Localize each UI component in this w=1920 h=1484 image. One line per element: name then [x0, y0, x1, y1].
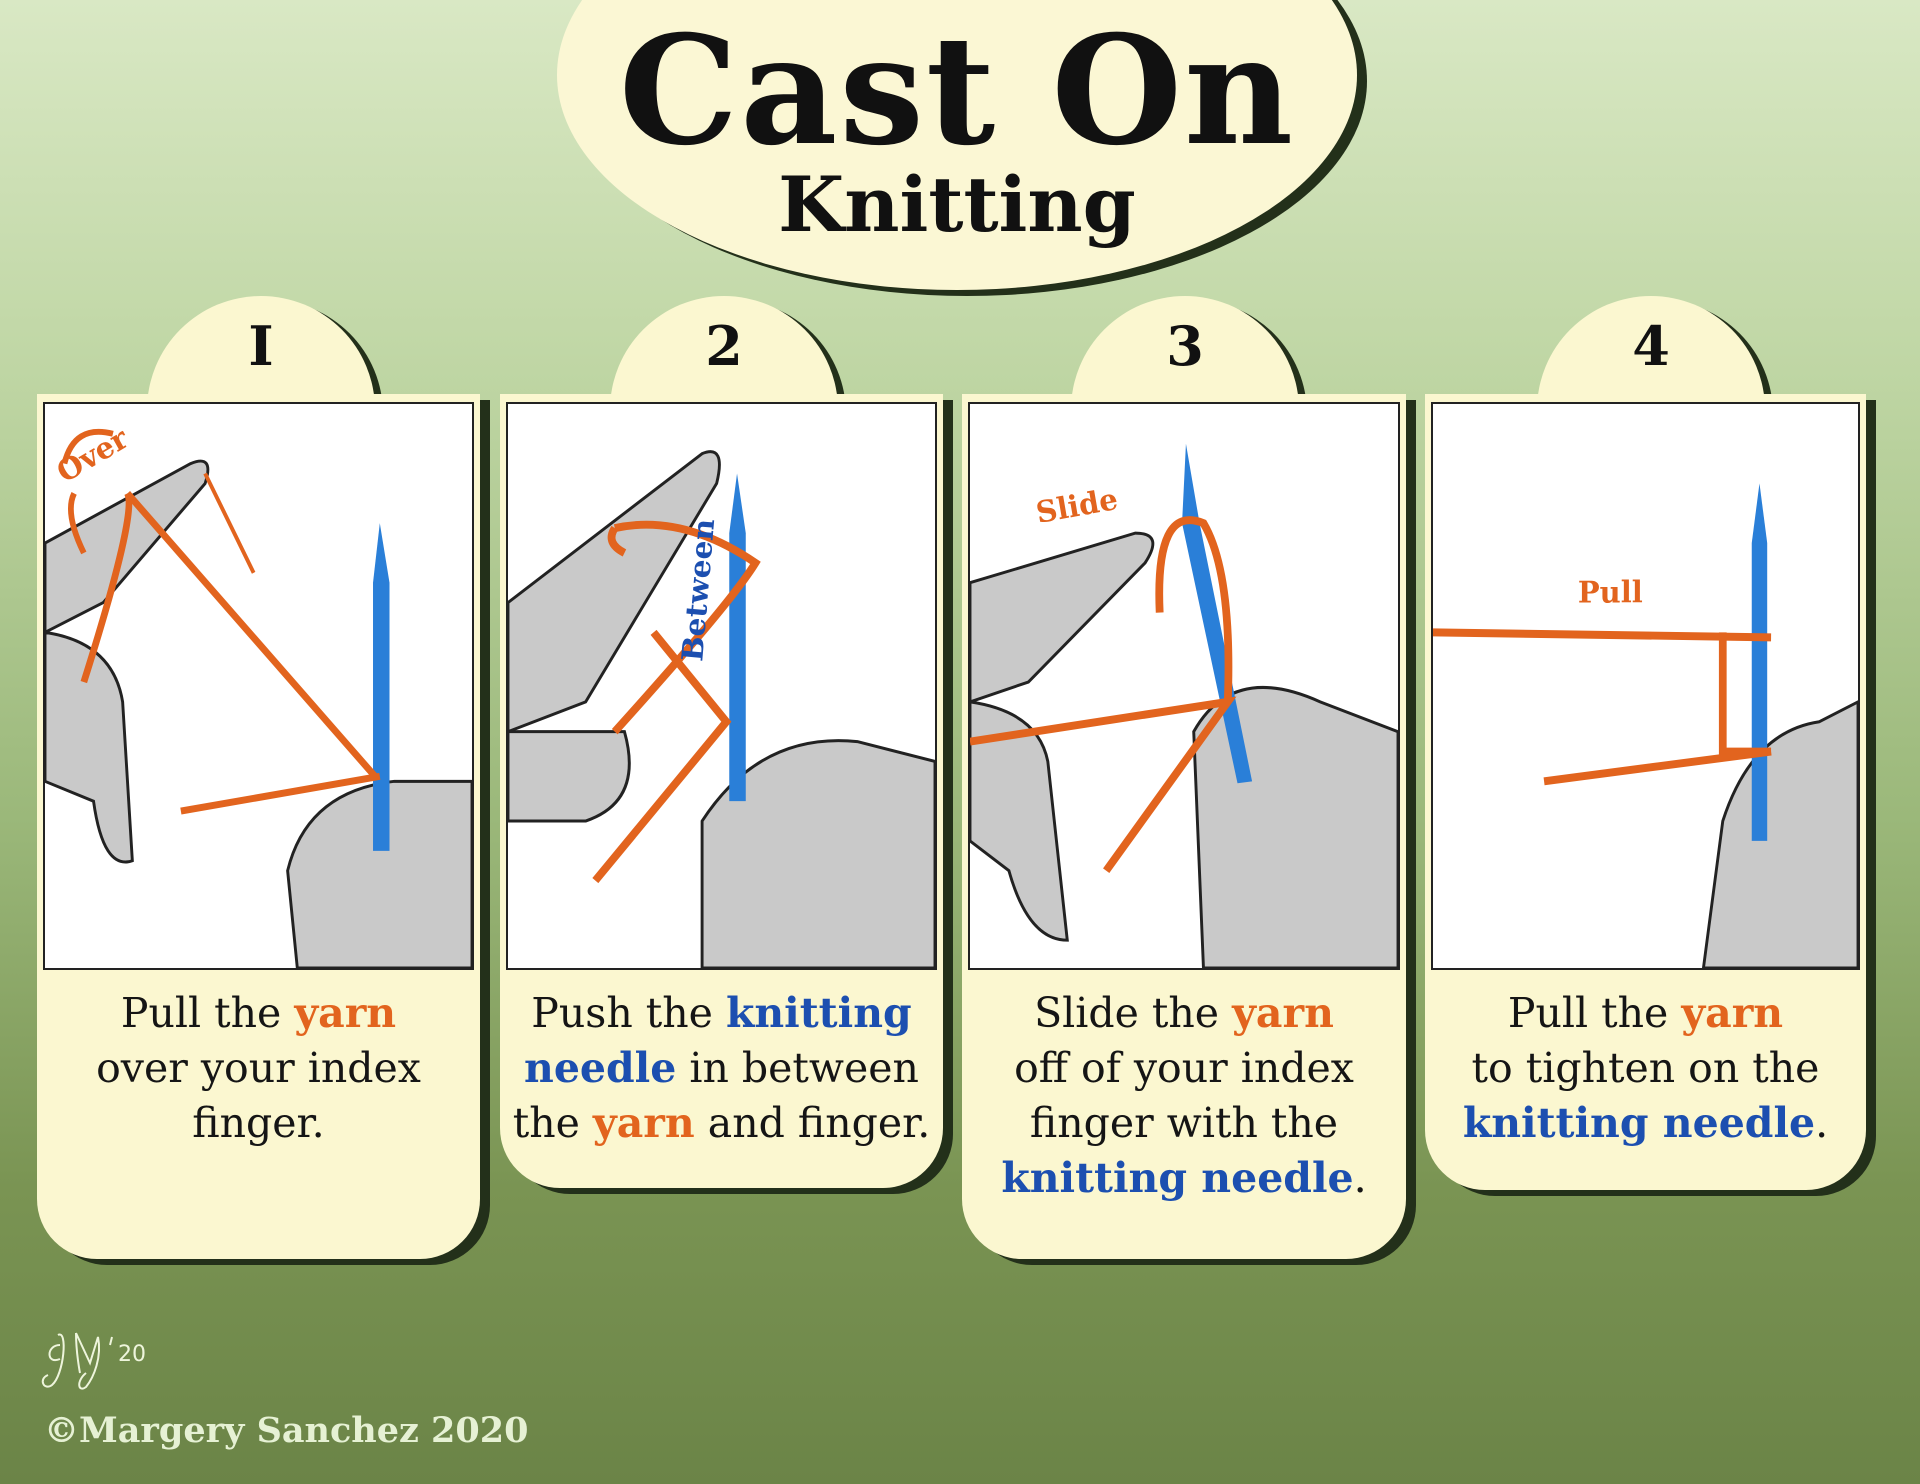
- instruction-text: needle: [524, 1044, 677, 1092]
- instruction-text: Pull the: [120, 989, 295, 1037]
- instruction-line: finger with the: [962, 1096, 1406, 1151]
- step-number: 4: [1632, 314, 1670, 378]
- instruction-text: off of your index: [1014, 1044, 1354, 1092]
- instruction-text: finger with the: [1029, 1099, 1339, 1147]
- instruction-line: Pull the yarn: [1425, 986, 1866, 1041]
- instruction-text: Slide the: [1034, 989, 1233, 1037]
- step-number: I: [248, 314, 274, 378]
- step-illustration: Over: [43, 402, 474, 970]
- arrow-label: Slide: [1033, 481, 1120, 530]
- step-number: 2: [705, 314, 743, 378]
- instruction-text: yarn: [1681, 989, 1784, 1037]
- instruction-text: Pull the: [1507, 989, 1682, 1037]
- instruction-line: to tighten on the: [1425, 1041, 1866, 1096]
- instruction-line: knitting needle.: [962, 1151, 1406, 1206]
- arrow-label: Pull: [1578, 574, 1643, 609]
- instruction-line: Push the knitting: [500, 986, 943, 1041]
- step-illustration: Pull: [1431, 402, 1860, 970]
- copyright: ©Margery Sanchez 2020: [44, 1410, 529, 1451]
- instruction-line: needle in between: [500, 1041, 943, 1096]
- instruction-text: to tighten on the: [1471, 1044, 1820, 1092]
- page-subtitle: Knitting: [778, 160, 1136, 249]
- page-title: Cast On: [618, 3, 1296, 179]
- artist-signature: 20: [41, 1332, 146, 1390]
- instruction-line: off of your index: [962, 1041, 1406, 1096]
- instruction-text: finger.: [192, 1099, 325, 1147]
- instruction-text: knitting needle: [1001, 1154, 1354, 1202]
- instruction-text: the: [512, 1099, 593, 1147]
- instruction-line: the yarn and finger.: [500, 1096, 943, 1151]
- instruction-text: knitting: [725, 989, 912, 1037]
- instruction-text: over your index: [96, 1044, 421, 1092]
- instruction-line: finger.: [37, 1096, 480, 1151]
- instruction-text: knitting needle: [1462, 1099, 1816, 1147]
- instruction-text: yarn: [294, 989, 397, 1037]
- instruction-text: .: [1353, 1154, 1367, 1202]
- instruction-line: Pull the yarn: [37, 986, 480, 1041]
- step-illustration: Slide: [968, 402, 1400, 970]
- instruction-text: yarn: [592, 1099, 695, 1147]
- step-number: 3: [1166, 314, 1204, 378]
- instruction-line: Slide the yarn: [962, 986, 1406, 1041]
- instruction-line: over your index: [37, 1041, 480, 1096]
- step-illustration: Between: [506, 402, 937, 970]
- instruction-text: .: [1815, 1099, 1829, 1147]
- instruction-text: Push the: [531, 989, 726, 1037]
- instruction-line: knitting needle.: [1425, 1096, 1866, 1151]
- instruction-text: and finger.: [694, 1099, 931, 1147]
- svg-text:20: 20: [118, 1342, 146, 1367]
- instruction-text: in between: [676, 1044, 919, 1092]
- instruction-text: yarn: [1232, 989, 1334, 1037]
